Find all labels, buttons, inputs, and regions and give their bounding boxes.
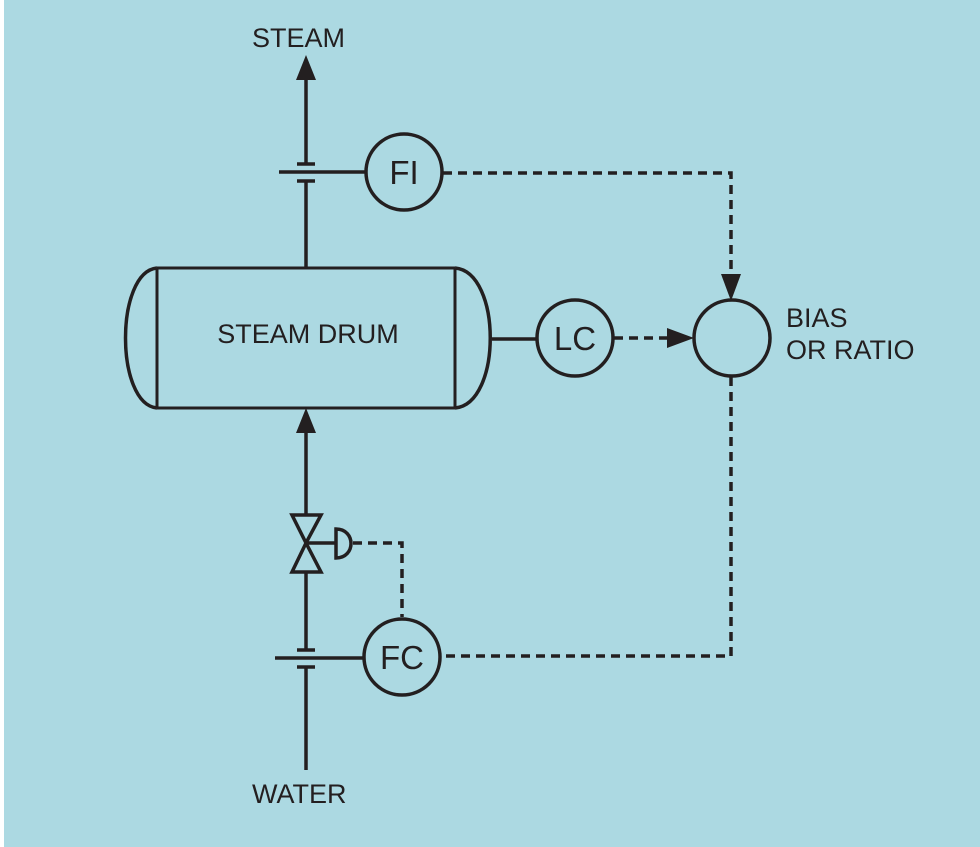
bias-ratio-relay[interactable]: [692, 298, 772, 378]
feedwater-arrow-icon: [296, 408, 316, 433]
steam-arrow-icon: [296, 55, 316, 80]
fc-tag: FC: [380, 639, 424, 676]
lc-signal-arrow-icon: [667, 328, 694, 348]
fc-bubble: [362, 617, 442, 697]
drum-right-head: [454, 266, 492, 410]
steam-label: STEAM: [252, 23, 345, 53]
drum-left-head: [123, 266, 158, 410]
bias-to-fc-signal-line: [441, 377, 733, 658]
diaphragm-actuator-icon: [334, 527, 353, 560]
bias-bubble: [692, 298, 772, 378]
lc-tag: LC: [554, 320, 596, 357]
fi-signal-arrow-icon: [721, 274, 741, 301]
valve-body-top: [289, 513, 324, 547]
fi-signal-line: [443, 171, 733, 278]
pid-diagram: STEAM FI STEAM DRUM LC: [123, 23, 915, 809]
diagram-canvas: STEAM FI STEAM DRUM LC: [4, 0, 980, 847]
control-valve[interactable]: [289, 513, 353, 574]
valve-body-bottom: [289, 539, 324, 574]
lc-bubble: [535, 298, 615, 378]
steam-drum-label: STEAM DRUM: [217, 319, 399, 349]
water-orifice-plate: [275, 648, 364, 669]
water-label: WATER: [252, 779, 347, 809]
fi-tag: FI: [389, 154, 418, 191]
bias-label-line1: BIAS: [786, 303, 848, 333]
flow-indicator-fi[interactable]: FI: [364, 132, 444, 212]
bias-label-line2: OR RATIO: [786, 335, 915, 365]
steam-orifice-plate: [279, 162, 366, 183]
fi-bubble: [364, 132, 444, 212]
fc-to-valve-signal-line: [353, 541, 404, 617]
steam-drum-vessel[interactable]: STEAM DRUM: [123, 266, 492, 410]
flow-controller-fc[interactable]: FC: [362, 617, 442, 697]
level-controller-lc[interactable]: LC: [535, 298, 615, 378]
